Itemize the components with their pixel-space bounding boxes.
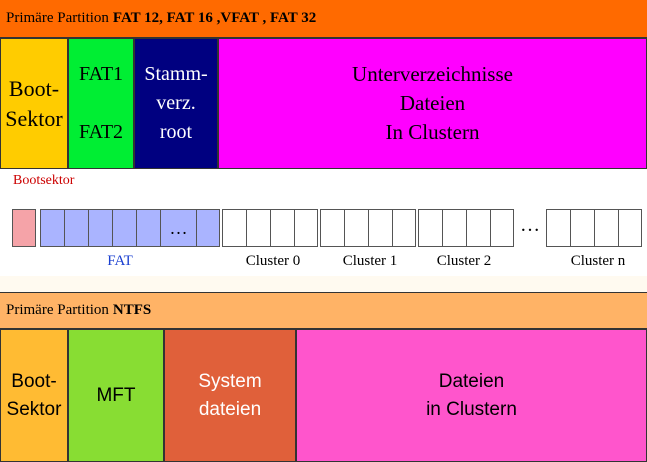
ntfs-boot-sector: Boot- Sektor bbox=[0, 329, 68, 462]
cluster-group bbox=[320, 209, 416, 247]
fat-cell bbox=[196, 209, 220, 247]
cluster-sector bbox=[270, 209, 295, 247]
root-directory-block: Stamm- verz. root bbox=[134, 38, 218, 169]
fat-data-area: Unterverzeichnisse Dateien In Clustern bbox=[218, 38, 647, 169]
fat-partition-header: Primäre Partition FAT 12, FAT 16 ,VFAT ,… bbox=[0, 0, 647, 38]
cluster-1-label: Cluster 1 bbox=[342, 253, 398, 269]
fat-cell: … bbox=[160, 209, 197, 247]
fat-strip-label: FAT bbox=[107, 253, 133, 269]
cluster-sector bbox=[246, 209, 271, 247]
fat2-label: FAT2 bbox=[78, 121, 124, 143]
cluster-n-label: Cluster n bbox=[570, 253, 626, 269]
fat-cell bbox=[112, 209, 137, 247]
section-divider bbox=[0, 276, 647, 292]
cluster-sector bbox=[294, 209, 318, 247]
cluster-sector bbox=[594, 209, 619, 247]
fat-header-title: FAT 12, FAT 16 ,VFAT , FAT 32 bbox=[112, 10, 317, 26]
cluster-sector bbox=[490, 209, 514, 247]
cluster-sector bbox=[546, 209, 571, 247]
system-files-block: System dateien bbox=[164, 329, 296, 462]
ntfs-header-prefix: Primäre Partition bbox=[6, 302, 109, 318]
fat-tables-block: FAT1 FAT2 bbox=[68, 38, 134, 169]
ntfs-data-area: Dateien in Clustern bbox=[296, 329, 647, 462]
bootsektor-label: Bootsektor bbox=[13, 173, 75, 188]
cluster-sector bbox=[392, 209, 416, 247]
fat1-label: FAT1 bbox=[78, 63, 124, 85]
fat-cell bbox=[88, 209, 113, 247]
cluster-sector bbox=[344, 209, 369, 247]
cluster-sector bbox=[570, 209, 595, 247]
cluster-sector bbox=[320, 209, 345, 247]
cluster-sector bbox=[222, 209, 247, 247]
cluster-0-label: Cluster 0 bbox=[245, 253, 301, 269]
cluster-sector bbox=[442, 209, 467, 247]
cluster-sector bbox=[368, 209, 393, 247]
fat-ellipsis: … bbox=[169, 217, 188, 238]
cluster-group bbox=[418, 209, 514, 247]
cluster-sector bbox=[618, 209, 642, 247]
fat-cell bbox=[40, 209, 65, 247]
fat-cell-strip: … bbox=[40, 209, 220, 247]
fat-cell bbox=[136, 209, 161, 247]
cluster-group bbox=[222, 209, 318, 247]
fat-cell bbox=[64, 209, 89, 247]
cluster-2-label: Cluster 2 bbox=[436, 253, 492, 269]
cluster-group bbox=[546, 209, 642, 247]
fat-header-prefix: Primäre Partition bbox=[6, 10, 109, 26]
fat-boot-sector: Boot- Sektor bbox=[0, 38, 68, 169]
ntfs-header-title: NTFS bbox=[112, 302, 152, 318]
ntfs-partition-header: Primäre Partition NTFS bbox=[0, 292, 647, 329]
cluster-sector bbox=[418, 209, 443, 247]
bootsektor-block bbox=[12, 209, 36, 247]
cluster-sector bbox=[466, 209, 491, 247]
cluster-ellipsis: … bbox=[520, 214, 540, 236]
mft-block: MFT bbox=[68, 329, 164, 462]
